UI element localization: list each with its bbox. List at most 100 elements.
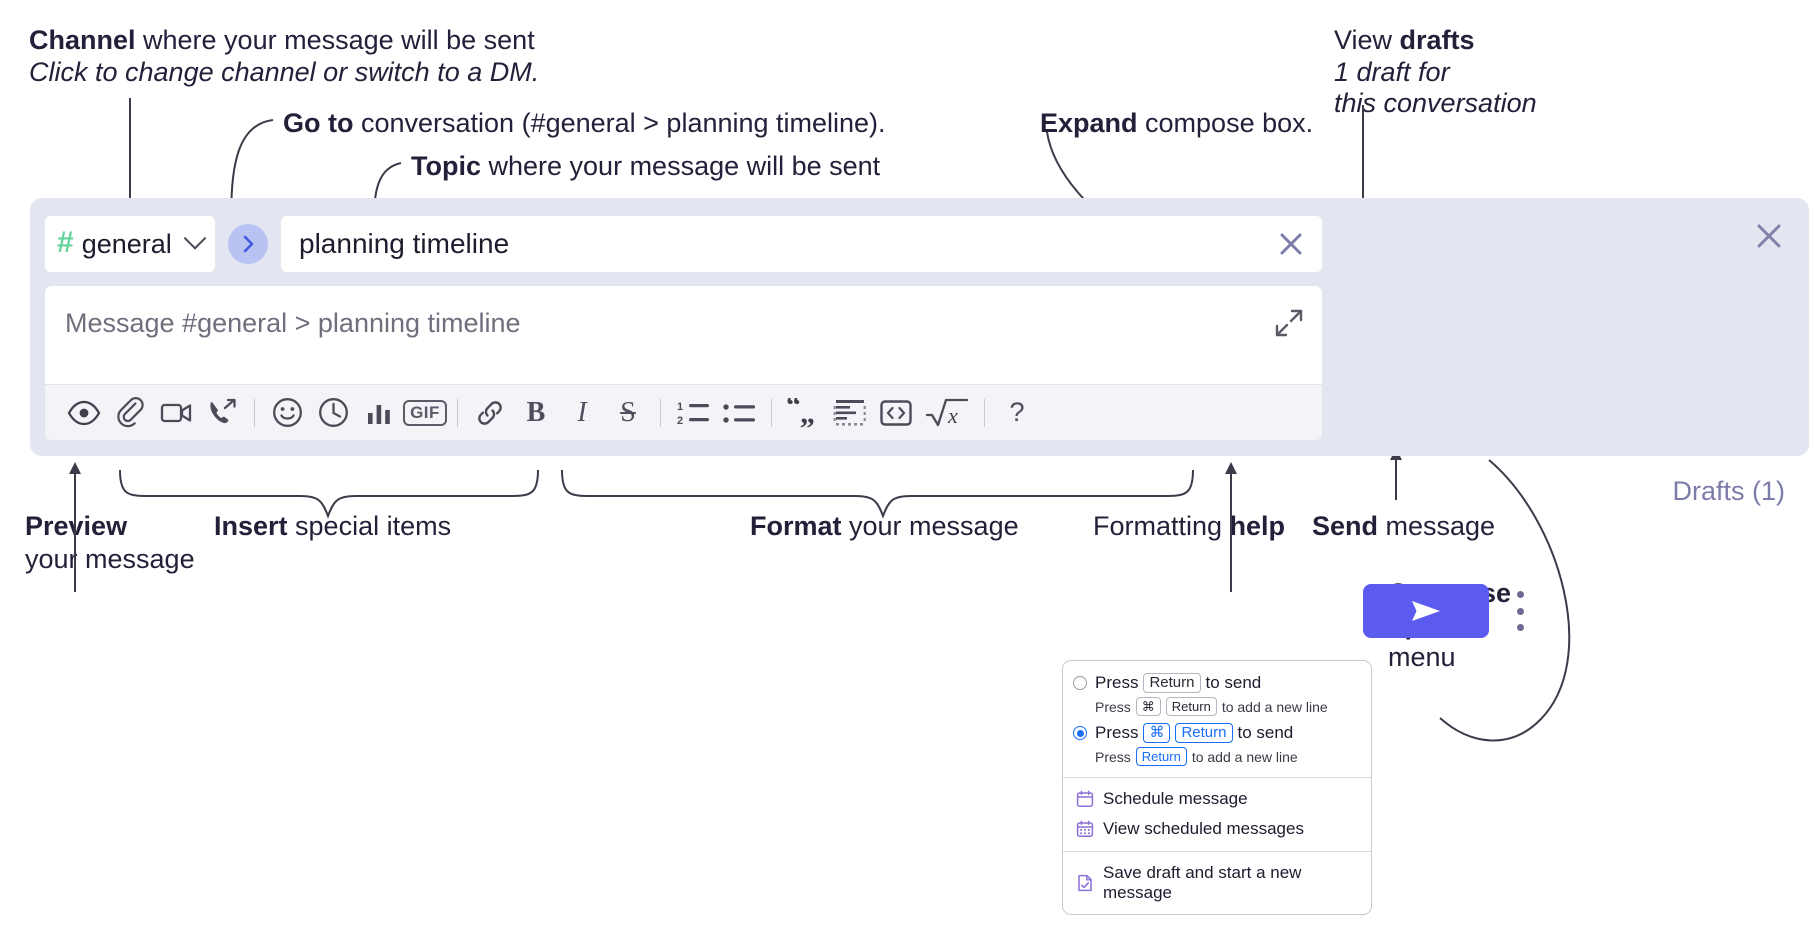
key-return: Return [1143, 673, 1201, 693]
annotation-goto-bold: Go to [283, 108, 354, 138]
formatting-help-icon[interactable]: ? [994, 390, 1040, 436]
topic-field[interactable]: planning timeline [280, 215, 1323, 273]
poll-bar-chart-icon[interactable] [356, 390, 402, 436]
annotation-topic-rest: where your message will be sent [481, 151, 881, 181]
message-input-box[interactable]: Message #general > planning timeline [44, 285, 1323, 441]
option2-sub: Press Return to add a new line [1063, 746, 1371, 770]
toolbar-divider-4 [771, 398, 772, 427]
annotation-format-bold: Format [750, 511, 842, 541]
ordered-list-icon[interactable]: 1 2 [670, 390, 716, 436]
svg-text:2: 2 [677, 415, 683, 427]
channel-picker[interactable]: # general [44, 215, 216, 273]
option2-sub-pre: Press [1095, 748, 1131, 765]
radio-cmd-return-to-send[interactable] [1073, 726, 1087, 740]
preview-icon[interactable] [61, 390, 107, 436]
compose-options-menu: Press Return to send Press ⌘ Return to a… [1062, 660, 1372, 915]
key-command-2: ⌘ [1143, 723, 1171, 743]
link-icon[interactable] [467, 390, 513, 436]
svg-text:„: „ [800, 398, 815, 428]
menu-item-schedule-label: Schedule message [1103, 789, 1248, 808]
bold-label: B [526, 396, 546, 428]
menu-item-view-scheduled[interactable]: View scheduled messages [1063, 814, 1371, 844]
annotation-preview-sub-text: your message [25, 544, 195, 574]
radio-return-to-send[interactable] [1073, 676, 1087, 690]
option1-sub: Press ⌘ Return to add a new line [1063, 696, 1371, 720]
menu-item-view-scheduled-label: View scheduled messages [1103, 819, 1304, 838]
dot-2 [1516, 607, 1524, 615]
annotation-topic-bold: Topic [411, 151, 481, 181]
drafts-link[interactable]: Drafts (1) [1672, 476, 1785, 506]
gif-icon[interactable]: GIF [402, 390, 448, 436]
option2-pre: Press [1095, 723, 1139, 742]
inline-code-icon[interactable] [873, 390, 919, 436]
dot-3 [1516, 624, 1524, 631]
strikethrough-icon[interactable]: S [605, 390, 651, 436]
expand-icon[interactable] [1274, 308, 1304, 338]
annotation-expand-rest: compose box. [1137, 108, 1314, 138]
option2-main: Press ⌘ Return to send [1095, 723, 1293, 743]
menu-item-save-draft-label: Save draft and start a new message [1103, 863, 1302, 902]
annotation-drafts-bold: drafts [1399, 25, 1475, 55]
bulleted-list-icon[interactable] [716, 390, 762, 436]
toolbar-divider-3 [660, 398, 661, 427]
attachment-icon[interactable] [107, 390, 153, 436]
audio-clip-icon[interactable] [199, 390, 245, 436]
option1-post: to send [1205, 673, 1262, 692]
annotation-send: Send message [1312, 508, 1495, 544]
chevron-down-icon [183, 227, 207, 250]
annotation-send-rest: message [1378, 511, 1496, 541]
calendar-schedule-icon [1076, 790, 1094, 807]
annotation-preview-sub: your message [25, 541, 195, 577]
annotation-goto: Go to conversation (#general > planning … [283, 105, 886, 141]
close-compose-icon[interactable] [1753, 220, 1785, 252]
annotation-channel-sub: Click to change channel or switch to a D… [29, 54, 539, 90]
calendar-grid-icon [1076, 820, 1094, 837]
option2-sub-post: to add a new line [1191, 748, 1298, 765]
svg-text:“: “ [786, 398, 801, 422]
annotation-drafts-sub1: 1 draft for [1334, 54, 1450, 90]
code-block-icon[interactable] [827, 390, 873, 436]
video-clip-icon[interactable] [153, 390, 199, 436]
annotation-channel: Channel where your message will be sent [29, 22, 535, 58]
send-paper-plane-icon [1412, 601, 1440, 621]
key-return-3: Return [1175, 723, 1233, 743]
annotation-preview-bold: Preview [25, 511, 128, 541]
math-icon[interactable]: x [919, 390, 975, 436]
annotation-channel-bold: Channel [29, 25, 136, 55]
emoji-icon[interactable] [264, 390, 310, 436]
compose-panel: # general planning timeline Message #gen… [30, 198, 1809, 638]
menu-item-schedule-message[interactable]: Schedule message [1063, 784, 1371, 814]
annotation-format-rest: your message [841, 511, 1019, 541]
annotation-send-bold: Send [1312, 511, 1379, 541]
annotation-expand-bold: Expand [1040, 108, 1138, 138]
annotation-expand: Expand compose box. [1040, 105, 1313, 141]
annotation-drafts-sub1-text: 1 draft for [1334, 57, 1450, 87]
menu-option-cmd-return-to-send[interactable]: Press ⌘ Return to send [1063, 720, 1371, 746]
bold-icon[interactable]: B [513, 390, 559, 436]
menu-divider-1 [1063, 777, 1371, 778]
annotation-insert: Insert special items [214, 508, 451, 544]
toolbar-divider-5 [984, 398, 985, 427]
annotation-drafts-sub2-text: this conversation [1334, 88, 1537, 118]
annotation-channel-rest: where your message will be sent [135, 25, 535, 55]
option1-sub-pre: Press [1095, 698, 1131, 715]
dot-1 [1516, 591, 1524, 598]
menu-option-return-to-send[interactable]: Press Return to send [1063, 670, 1371, 696]
key-return-2: Return [1165, 697, 1217, 716]
annotation-preview: Preview [25, 508, 127, 544]
gif-label: GIF [403, 399, 447, 426]
key-command: ⌘ [1135, 697, 1161, 716]
annotation-format: Format your message [750, 508, 1019, 544]
blockquote-icon[interactable]: “ „ [781, 390, 827, 436]
close-icon[interactable] [1274, 227, 1308, 261]
menu-item-save-draft[interactable]: Save draft and start a new message [1063, 858, 1371, 908]
send-button[interactable] [1363, 584, 1489, 638]
menu-divider-2 [1063, 851, 1371, 852]
compose-inner: # general planning timeline Message #gen… [44, 213, 1323, 441]
chevron-right-icon [243, 235, 254, 253]
goto-conversation-button[interactable] [228, 224, 268, 264]
strikethrough-label: S [620, 396, 636, 428]
reminder-clock-icon[interactable] [310, 390, 356, 436]
italic-icon[interactable]: I [559, 390, 605, 436]
compose-options-button[interactable] [1508, 591, 1532, 631]
